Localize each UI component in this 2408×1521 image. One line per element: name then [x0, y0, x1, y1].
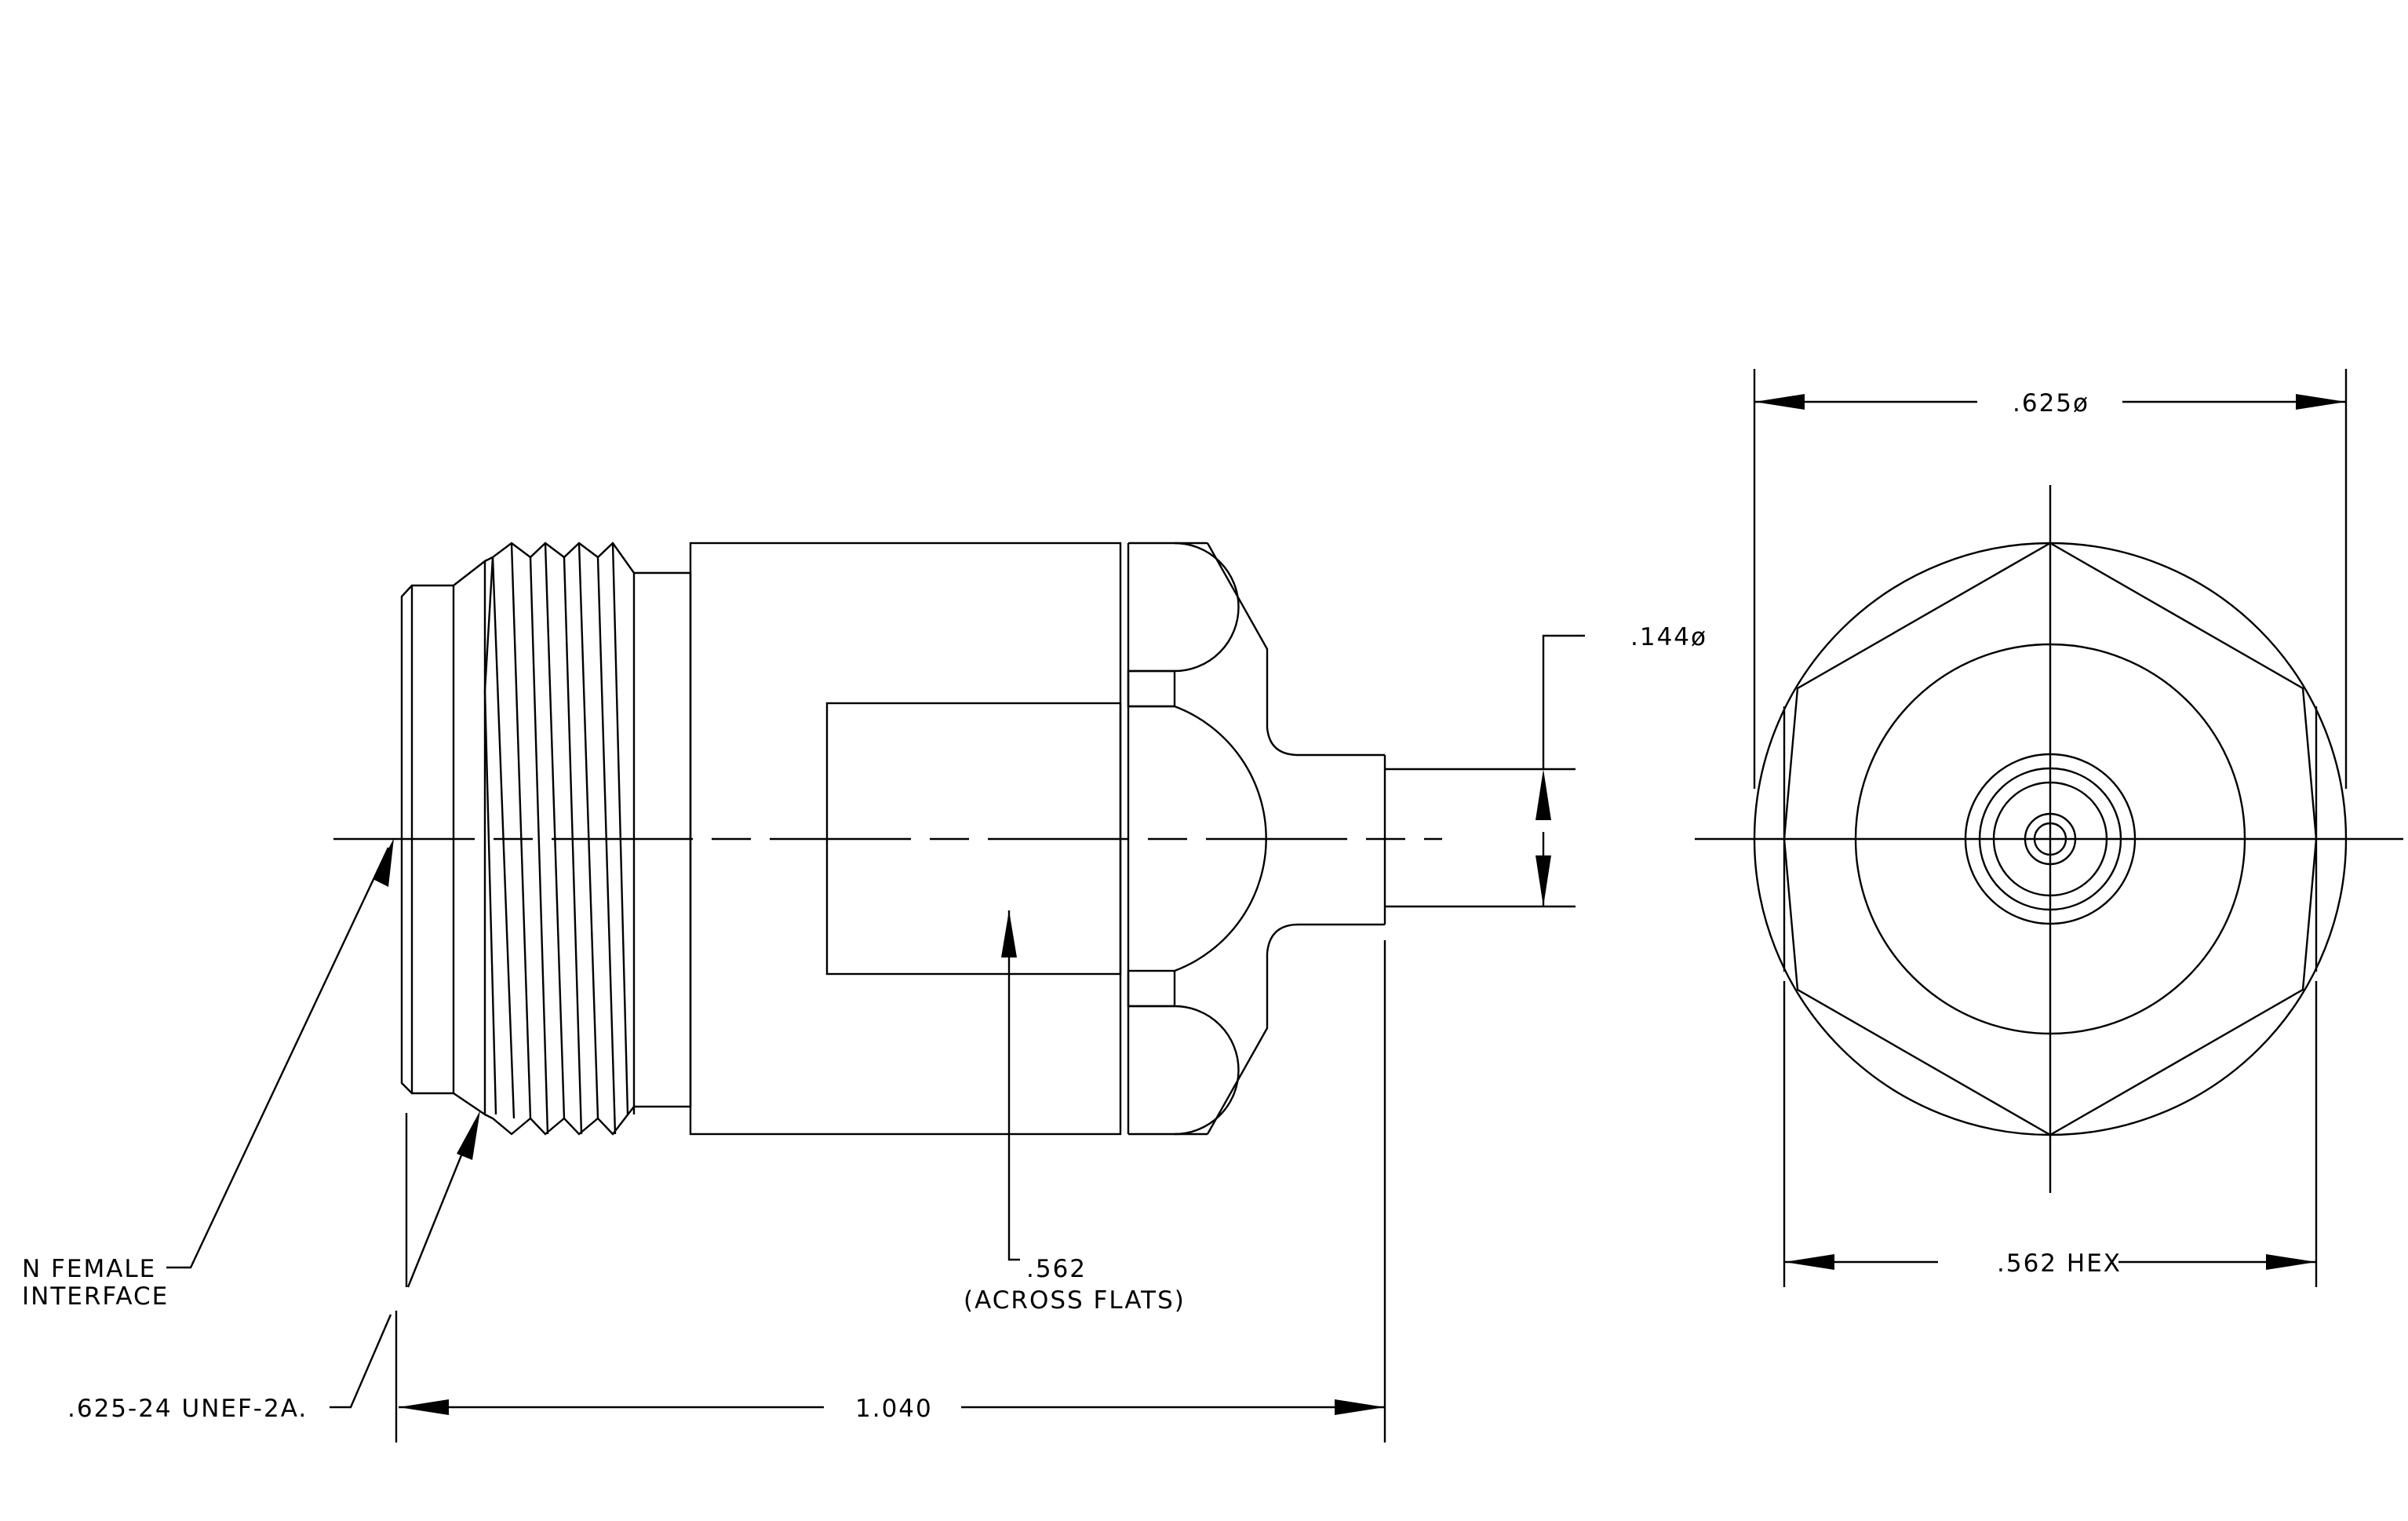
rear-nut — [1127, 542, 1385, 1136]
interface-nose — [400, 584, 454, 1095]
diameter-label: .625ø — [2013, 389, 2089, 418]
across-flats-value: .562 — [1026, 1255, 1087, 1283]
body-circle — [1854, 643, 2246, 1035]
thread-section — [483, 542, 636, 1136]
thread-chamfer — [452, 559, 486, 1117]
interface-label-line2: INTERFACE — [22, 1282, 169, 1311]
across-flats-callout: .562 (ACROSS FLATS) — [964, 910, 1186, 1315]
contact-circle-inner — [2033, 822, 2067, 856]
interface-callout: N FEMALE INTERFACE — [22, 838, 394, 1311]
interface-label-line1: N FEMALE — [22, 1255, 156, 1283]
thread-label: .625-24 UNEF-2A. — [67, 1395, 308, 1423]
hex-dimension: .562 HEX — [1783, 981, 2318, 1287]
across-flats-note: (ACROSS FLATS) — [964, 1286, 1186, 1315]
insulator-circle-inner — [1992, 781, 2108, 897]
hex-flat-face — [825, 702, 1122, 976]
side-view: .144ø .562 (ACROSS FLATS) N FEMALE INTER… — [22, 542, 1707, 1443]
hex-outline — [1783, 542, 2318, 1136]
pin-diameter-dimension: .144ø — [1536, 623, 1707, 906]
contact-circle-outer — [2024, 812, 2077, 866]
hex-label: .562 HEX — [1997, 1249, 2122, 1278]
pin-diameter-label: .144ø — [1630, 623, 1707, 651]
length-label: 1.040 — [855, 1395, 933, 1423]
diameter-dimension: .625ø — [1753, 369, 2348, 789]
end-view: .625ø .562 HEX — [1695, 369, 2403, 1287]
insulator-circle-outer — [1964, 753, 2137, 925]
length-dimension: 1.040 — [399, 940, 1386, 1443]
thread-callout: .625-24 UNEF-2A. — [67, 1111, 480, 1443]
insulator-circle-mid — [1978, 767, 2122, 911]
